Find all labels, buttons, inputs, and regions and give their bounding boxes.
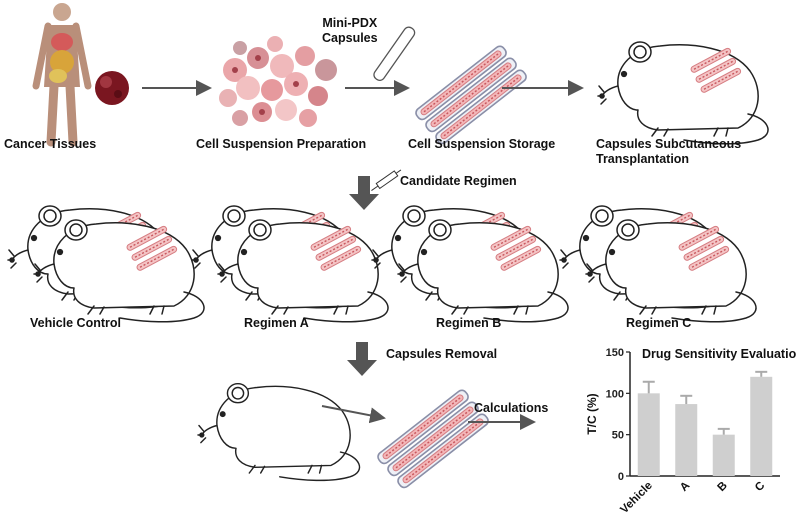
cells-icon	[219, 36, 337, 127]
label-regimen-c: Regimen C	[626, 316, 692, 330]
bar	[637, 393, 660, 476]
arrow-icon	[347, 342, 377, 376]
mouse-pair-c	[560, 206, 756, 322]
label-regimen-b: Regimen B	[436, 316, 502, 330]
arrow-icon	[321, 405, 386, 424]
label-capsules-removal: Capsules Removal	[386, 347, 498, 361]
syringe-icon	[371, 169, 402, 191]
x-tick-label: Vehicle	[618, 480, 655, 512]
bar	[712, 434, 735, 476]
y-tick-label: 100	[606, 388, 624, 400]
label-capsules-transplantation: Capsules Subcutaneous Transplantation	[596, 137, 742, 166]
label-mini-pdx-capsules: Mini-PDX Capsules	[322, 16, 378, 45]
y-tick-label: 50	[612, 430, 624, 442]
label-cell-suspension-storage: Cell Suspension Storage	[408, 137, 556, 151]
y-tick-label: 0	[618, 471, 624, 483]
y-tick-label: 150	[606, 347, 624, 359]
mouse-pair-vehicle	[8, 206, 204, 322]
x-tick-label: C	[753, 480, 767, 494]
capsule-bundle-icon	[375, 387, 491, 491]
arrow-icon	[349, 176, 379, 210]
human-body-icon	[32, 3, 92, 147]
label-regimen-a: Regimen A	[244, 316, 309, 330]
capsule-tube-icon	[373, 26, 416, 81]
x-tick-label: A	[678, 480, 692, 494]
y-axis-label: T/C (%)	[585, 393, 599, 434]
mouse-icon	[598, 42, 768, 144]
label-candidate-regimen: Candidate Regimen	[400, 174, 517, 188]
chart-title: Drug Sensitivity Evaluation	[642, 347, 796, 361]
mouse-pair-b	[372, 206, 568, 322]
label-calculations: Calculations	[474, 401, 549, 415]
x-tick-label: B	[716, 480, 730, 494]
bar	[750, 376, 773, 476]
tumor-icon	[95, 71, 129, 105]
bar	[675, 404, 698, 476]
label-cancer-tissues: Cancer Tissues	[4, 137, 97, 151]
label-cell-suspension-preparation: Cell Suspension Preparation	[196, 137, 367, 151]
mouse-pair-a	[192, 206, 388, 322]
label-vehicle-control: Vehicle Control	[30, 316, 121, 330]
capsule-bundle-icon	[413, 43, 529, 147]
mouse-icon	[197, 382, 361, 482]
